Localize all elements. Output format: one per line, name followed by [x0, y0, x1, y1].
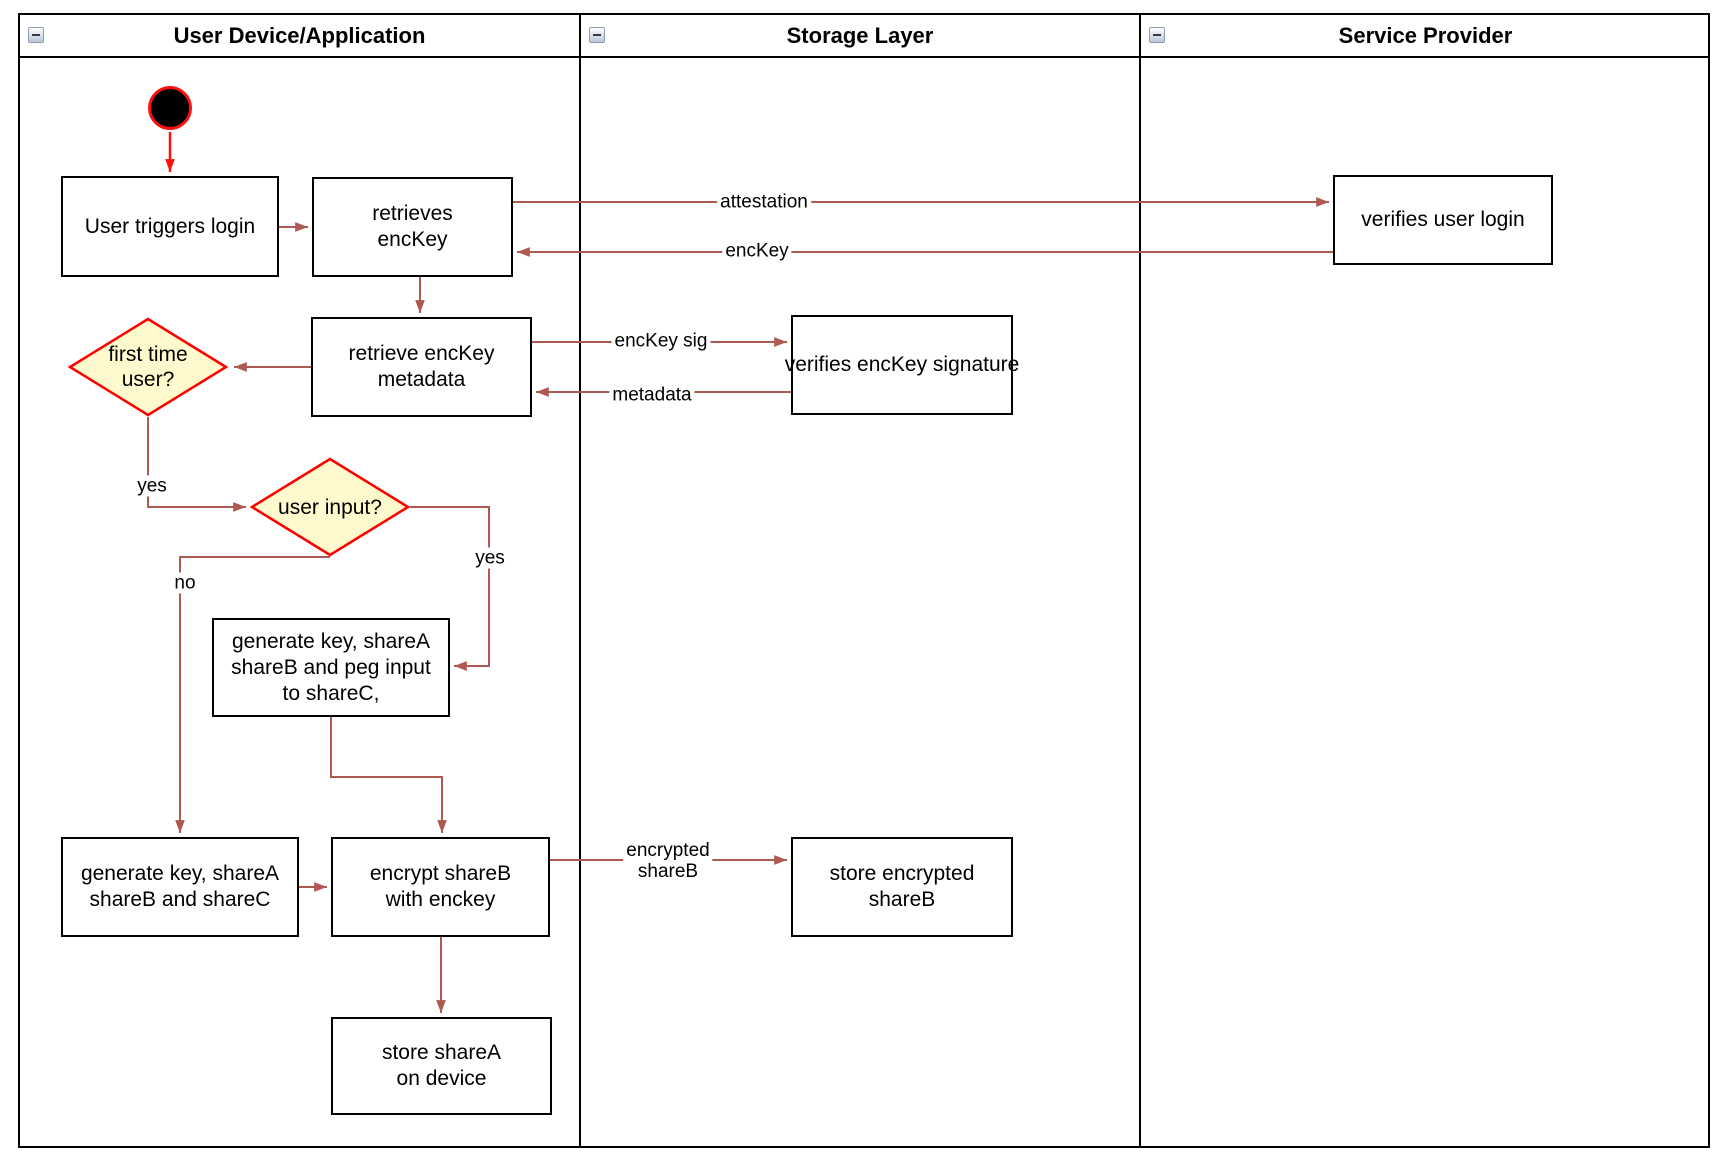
node-store-sharea[interactable]: store shareA on device [331, 1017, 552, 1115]
swimlane-pool-border [18, 13, 1710, 1148]
minus-icon [32, 34, 40, 36]
edge-label-yes-user-input: yes [472, 547, 508, 569]
lane-title: Service Provider [1338, 22, 1513, 48]
edge-label-enckey: encKey [722, 240, 792, 262]
collapse-icon[interactable] [589, 27, 605, 43]
start-node[interactable] [148, 86, 192, 130]
minus-icon [1153, 34, 1161, 36]
node-verifies-user-login[interactable]: verifies user login [1333, 175, 1553, 265]
minus-icon [593, 34, 601, 36]
diamond-shape [249, 457, 411, 557]
collapse-icon[interactable] [1149, 27, 1165, 43]
diamond-shape [67, 317, 229, 417]
edge-userinput-yes-to-peg[interactable] [410, 506, 490, 671]
lane-divider-2 [1139, 13, 1141, 1148]
lane-header-divider [18, 56, 1710, 58]
decision-label: user input? [278, 495, 382, 519]
decision-label: first time user? [108, 343, 188, 391]
node-retrieve-enckey-metadata[interactable]: retrieve encKey metadata [311, 317, 532, 417]
edge-peg-to-encrypt[interactable] [330, 717, 447, 833]
lane-header-service-provider[interactable]: Service Provider [1141, 15, 1710, 56]
edge-label-enckey-sig: encKey sig [611, 330, 711, 352]
lane-divider-1 [579, 13, 581, 1148]
node-store-encrypted-shareb[interactable]: store encrypted shareB [791, 837, 1013, 937]
edge-userinput-no-to-generate[interactable] [175, 556, 330, 833]
node-user-triggers-login[interactable]: User triggers login [61, 176, 279, 277]
collapse-icon[interactable] [28, 27, 44, 43]
node-generate-key-sharec[interactable]: generate key, shareA shareB and shareC [61, 837, 299, 937]
edge-label-yes-first-time: yes [134, 475, 170, 497]
node-verifies-enckey-signature[interactable]: verifies encKey signature [785, 315, 1019, 415]
decision-user-input[interactable]: user input? [249, 457, 411, 557]
decision-first-time-user[interactable]: first time user? [67, 317, 229, 417]
lane-title: User Device/Application [173, 22, 426, 48]
edge-label-encrypted-shareb: encrypted shareB [623, 840, 713, 882]
lane-title: Storage Layer [786, 22, 934, 48]
edge-label-metadata: metadata [609, 384, 695, 406]
node-retrieves-enckey[interactable]: retrieves encKey [312, 177, 513, 277]
lane-header-user-device[interactable]: User Device/Application [20, 15, 579, 56]
edge-label-attestation: attestation [717, 191, 811, 213]
node-generate-key-peg-input[interactable]: generate key, shareA shareB and peg inpu… [212, 618, 450, 717]
edge-firsttime-yes-to-userinput[interactable] [147, 417, 246, 512]
edge-label-no-user-input: no [171, 572, 199, 594]
lane-header-storage-layer[interactable]: Storage Layer [581, 15, 1139, 56]
node-encrypt-shareb[interactable]: encrypt shareB with enckey [331, 837, 550, 937]
